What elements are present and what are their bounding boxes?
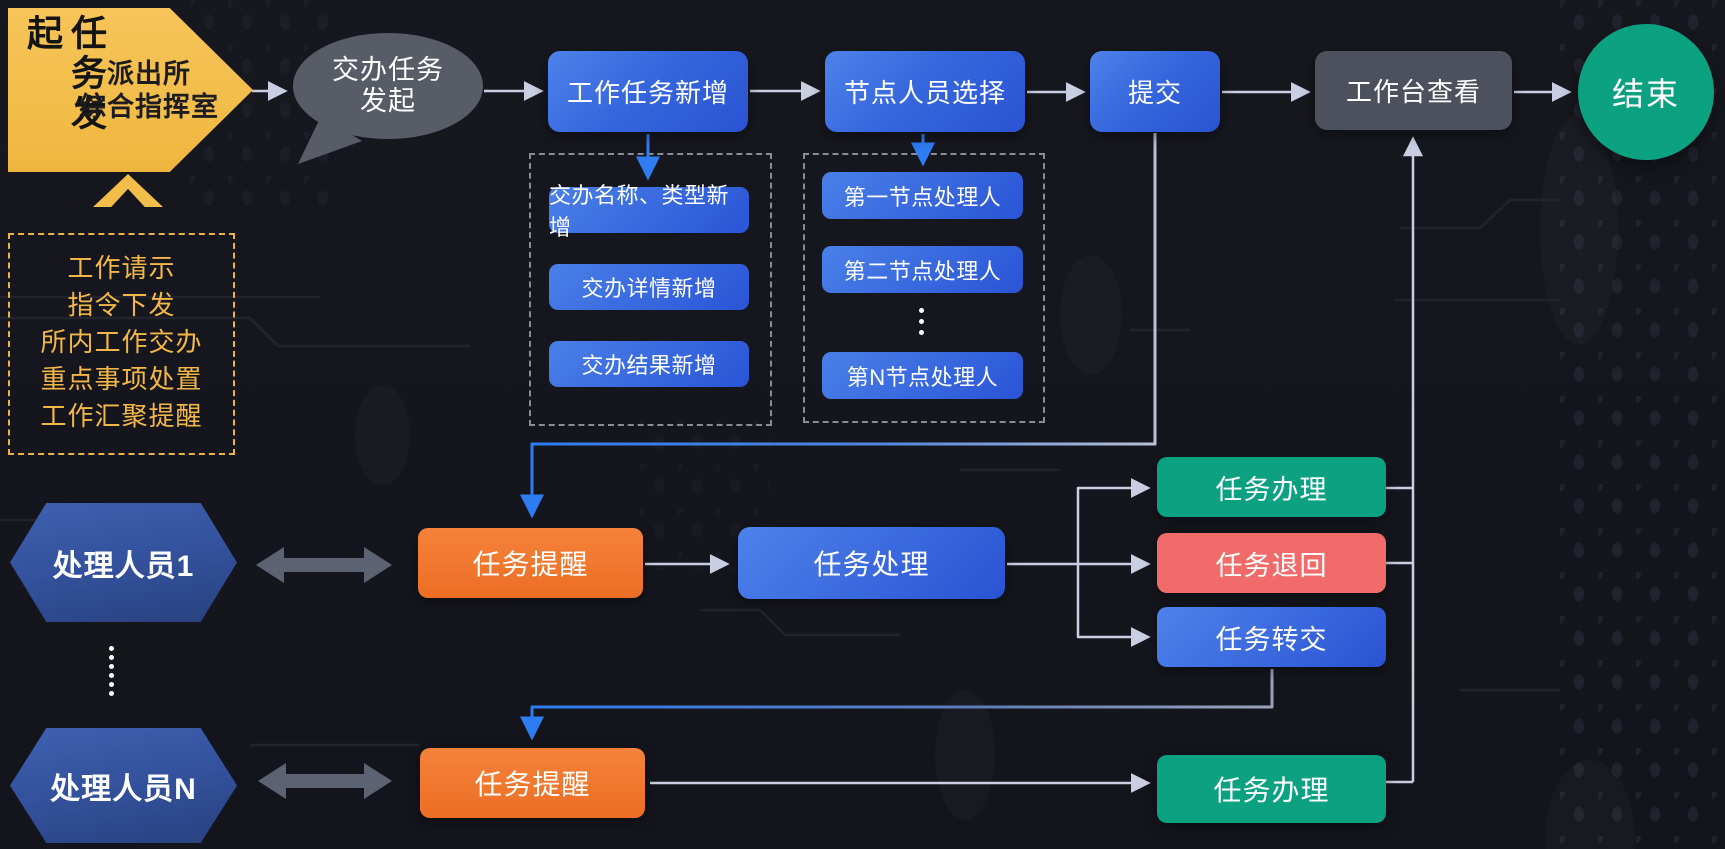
connector-collector-stubs bbox=[1386, 486, 1413, 784]
task-source-item: 工作请示 bbox=[67, 253, 176, 283]
double-arrows bbox=[256, 547, 392, 799]
task-source-list: 工作请示 指令下发 所内工作交办 重点事项处置 工作汇聚提醒 bbox=[8, 233, 235, 455]
start-banner-vertical-title: 任务发起 bbox=[22, 14, 107, 134]
start-banner-org: 派出所 综合指挥室 bbox=[60, 58, 238, 124]
connector-blue-arrows bbox=[520, 133, 1274, 741]
substep-name-type: 交办名称、类型新增 bbox=[549, 183, 749, 240]
org-line2: 综合指挥室 bbox=[79, 92, 219, 122]
speech-bubble: 交办任务 发起 bbox=[293, 33, 483, 139]
task-source-item: 指令下发 bbox=[67, 290, 176, 320]
node-workbench-view: 工作台查看 bbox=[1315, 51, 1512, 130]
node-submit: 提交 bbox=[1090, 51, 1220, 132]
node-handle-n: 任务办理 bbox=[1157, 755, 1386, 823]
node-remind-1: 任务提醒 bbox=[418, 528, 643, 598]
node-new-task: 工作任务新增 bbox=[548, 51, 748, 132]
substep-node-second: 第二节点处理人 bbox=[822, 246, 1023, 293]
connector-branch-to-transfer bbox=[1076, 564, 1151, 647]
node-action-transfer: 任务转交 bbox=[1157, 607, 1386, 667]
task-source-item: 重点事项处置 bbox=[40, 364, 203, 394]
node-action-handle: 任务办理 bbox=[1157, 457, 1386, 517]
new-task-substeps-container bbox=[529, 153, 772, 426]
node-process: 任务处理 bbox=[738, 527, 1005, 599]
org-line1: 派出所 bbox=[107, 59, 191, 89]
bubble-line1: 交办任务 bbox=[332, 55, 444, 85]
substep-node-first: 第一节点处理人 bbox=[822, 172, 1023, 219]
vertical-ellipsis-nodes bbox=[919, 308, 924, 335]
connector-branch-to-handle bbox=[1076, 478, 1151, 564]
connector-gray-arrows bbox=[252, 81, 1572, 793]
actor-handler-n: 处理人员N bbox=[10, 728, 237, 843]
task-source-item: 工作汇聚提醒 bbox=[40, 401, 203, 431]
bubble-line2: 发起 bbox=[360, 86, 416, 116]
connector-submit-to-remind1 bbox=[520, 133, 1157, 519]
substep-node-nth: 第N节点处理人 bbox=[822, 352, 1023, 399]
node-remind-n: 任务提醒 bbox=[420, 748, 645, 818]
connector-transfer-to-remindN bbox=[520, 669, 1274, 741]
vertical-ellipsis-actors bbox=[109, 646, 114, 696]
node-end: 结束 bbox=[1578, 24, 1714, 160]
substep-result: 交办结果新增 bbox=[549, 341, 749, 387]
double-arrow-rowN bbox=[258, 763, 392, 799]
node-action-return: 任务退回 bbox=[1157, 533, 1386, 593]
substep-detail: 交办详情新增 bbox=[549, 264, 749, 310]
node-node-select: 节点人员选择 bbox=[825, 51, 1025, 132]
actor-handler-1: 处理人员1 bbox=[10, 503, 237, 622]
double-arrow-row1 bbox=[256, 547, 392, 583]
task-source-item: 所内工作交办 bbox=[40, 327, 203, 357]
